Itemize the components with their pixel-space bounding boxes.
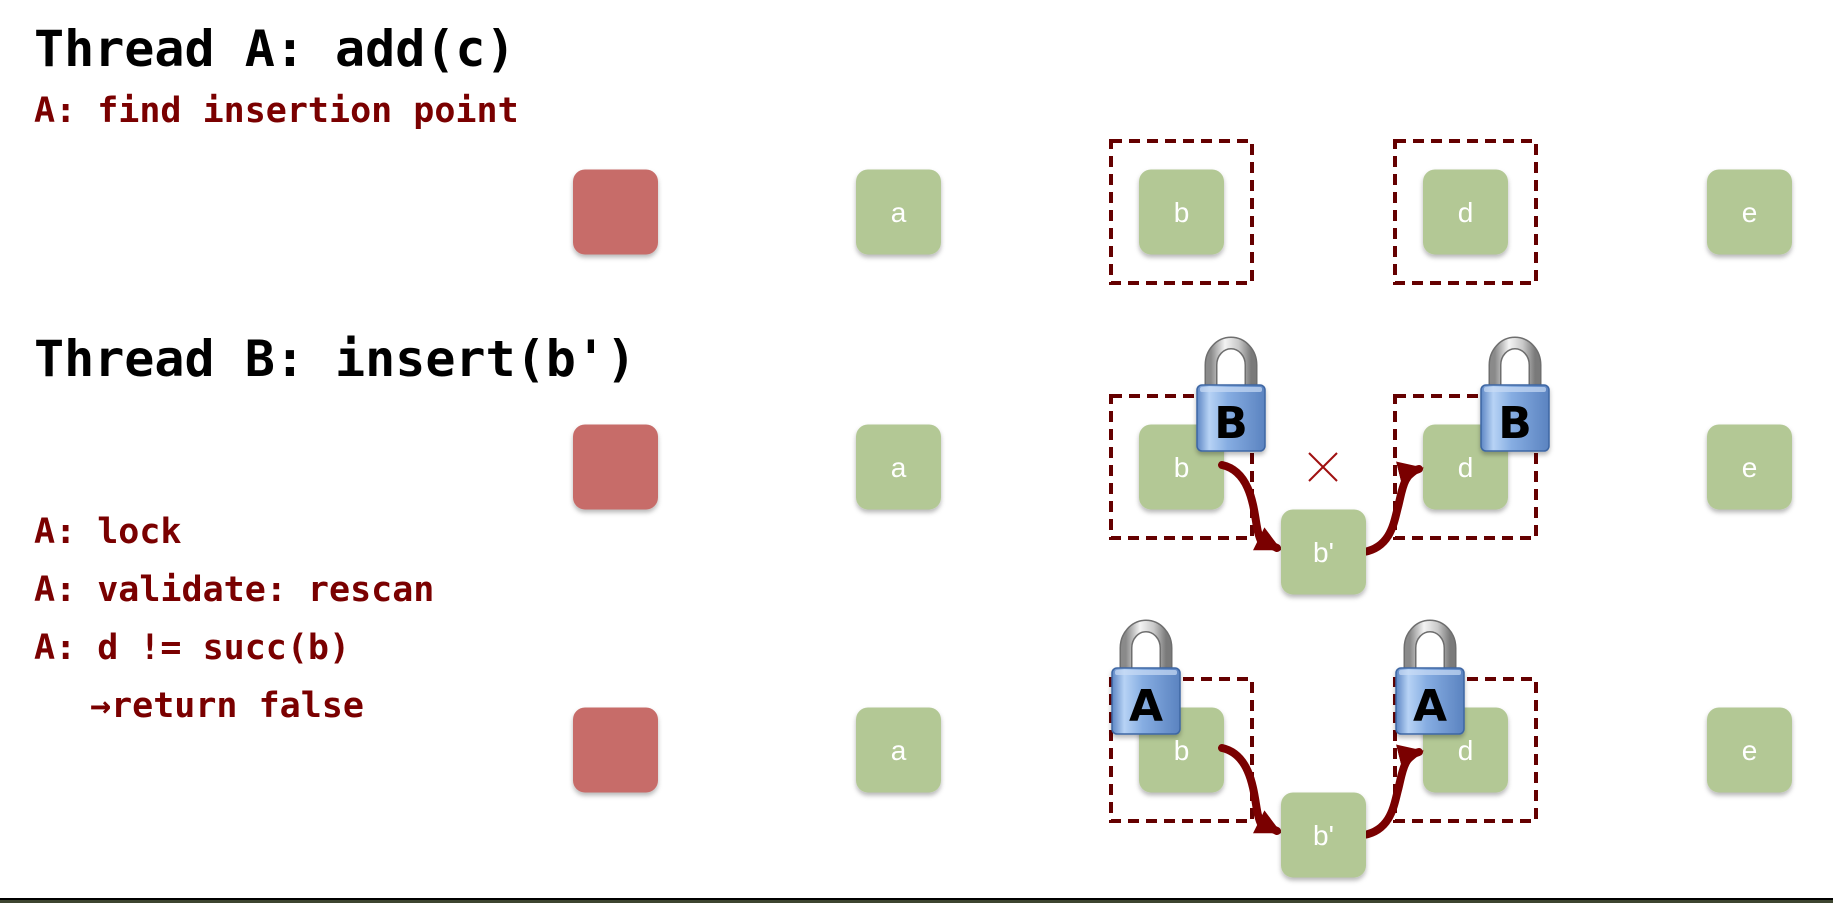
lock-icon-d-highlight: [1484, 387, 1546, 392]
thread-a-title: Thread A: add(c): [34, 20, 516, 78]
node-inserted: b': [1281, 509, 1366, 595]
lock-icon-d-owner-letter: B: [1498, 398, 1532, 449]
node-e-box: [1707, 169, 1792, 255]
lock-icon-b-owner-letter: B: [1214, 398, 1248, 449]
node-inserted-label: b': [1313, 820, 1334, 851]
node-b-label: b: [1174, 735, 1190, 766]
dashed-box-b: [1109, 139, 1254, 285]
head-node: [573, 424, 658, 510]
head-node: [573, 707, 658, 793]
node-e-label: e: [1742, 735, 1758, 766]
cross-mark-icon-stroke: [1308, 452, 1338, 482]
node-a-label: a: [891, 452, 907, 483]
node-d-label: d: [1458, 452, 1474, 483]
node-inserted: b': [1281, 792, 1366, 878]
node-e-label: e: [1742, 197, 1758, 228]
node-e: e: [1707, 424, 1792, 510]
dashed-box-d: [1393, 394, 1538, 540]
node-b-box: [1139, 169, 1224, 255]
curved-arrow-b-to-inserted: [1218, 461, 1282, 552]
dashed-box-d: [1393, 677, 1538, 823]
node-b: b: [1139, 169, 1224, 255]
step-succ-check: A: d != succ(b): [34, 628, 351, 668]
lock-icon-d-shackle: [1490, 338, 1540, 389]
curved-arrow-b-to-inserted: [1218, 744, 1282, 835]
step-lock: A: lock: [34, 512, 182, 552]
curved-arrow-inserted-to-next: [1360, 461, 1424, 556]
step-validate: A: validate: rescan: [34, 570, 435, 610]
lock-icon-b-body: [1196, 384, 1266, 452]
node-b-label: b: [1174, 452, 1190, 483]
node-a-label: a: [891, 735, 907, 766]
lock-icon-b: B: [1196, 336, 1266, 452]
node-d-label: d: [1458, 735, 1474, 766]
lock-icon-d: B: [1480, 336, 1550, 452]
node-e-box: [1707, 424, 1792, 510]
lock-icon-d-body: [1480, 384, 1550, 452]
node-e: e: [1707, 707, 1792, 793]
thread-b-title: Thread B: insert(b'): [34, 330, 637, 388]
lock-icon-b-shackle: [1206, 338, 1256, 389]
head-node: [573, 169, 658, 255]
lock-icon-b: A: [1111, 619, 1181, 735]
slide-footer-bar: [0, 898, 1833, 903]
dashed-box-b: [1109, 394, 1254, 540]
lock-icon-b-shackle: [1121, 621, 1171, 672]
lock-icon-b-highlight: [1200, 387, 1262, 392]
lock-icon-d-owner-letter: A: [1413, 681, 1447, 732]
lock-icon-d: A: [1395, 619, 1465, 735]
row-thread-b: a b d e b' B B: [573, 336, 1792, 595]
node-a-label: a: [891, 197, 907, 228]
node-e-box: [1707, 707, 1792, 793]
head-node-box: [573, 424, 658, 510]
node-a: a: [856, 169, 941, 255]
node-b-label: b: [1174, 197, 1190, 228]
node-a: a: [856, 424, 941, 510]
lock-icon-b-highlight: [1115, 670, 1177, 675]
node-d-label: d: [1458, 197, 1474, 228]
node-inserted-label: b': [1313, 537, 1334, 568]
node-a-box: [856, 707, 941, 793]
node-a-box: [856, 424, 941, 510]
lock-icon-b-body: [1111, 667, 1181, 735]
dashed-box-d: [1393, 139, 1538, 285]
head-node-box: [573, 707, 658, 793]
dashed-box-b: [1109, 677, 1254, 823]
lock-icon-b-owner-letter: A: [1129, 681, 1163, 732]
thread-a-step-find: A: find insertion point: [34, 91, 519, 131]
step-return-false: →return false: [90, 686, 364, 726]
lock-icon-d-shackle: [1405, 621, 1455, 672]
node-d: d: [1423, 169, 1508, 255]
curved-arrow-inserted-to-next: [1360, 744, 1424, 839]
node-a-box: [856, 169, 941, 255]
node-d-box: [1423, 169, 1508, 255]
node-a: a: [856, 707, 941, 793]
lock-icon-d-highlight: [1399, 670, 1461, 675]
row-validate: a b d e b' A A: [573, 619, 1792, 878]
node-inserted-box: [1281, 792, 1366, 878]
lock-icon-d-body: [1395, 667, 1465, 735]
node-inserted-box: [1281, 509, 1366, 595]
node-e: e: [1707, 169, 1792, 255]
node-e-label: e: [1742, 452, 1758, 483]
head-node-box: [573, 169, 658, 255]
